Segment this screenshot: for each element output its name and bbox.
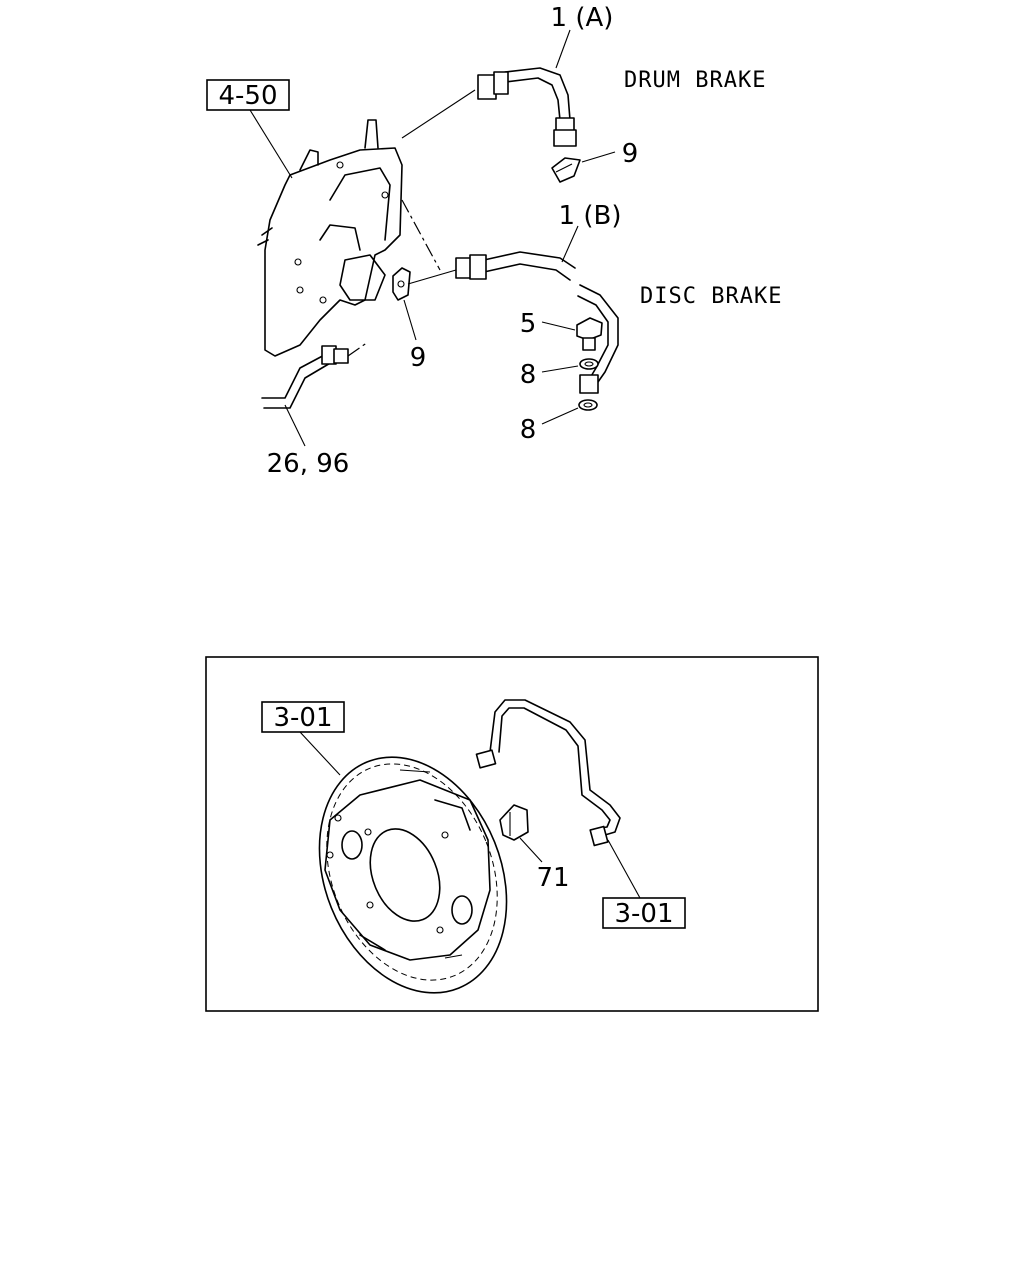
- backing-plate: [318, 756, 508, 994]
- backing-plate-ref-label: 3-01: [273, 703, 332, 733]
- brake-hose-b: [455, 251, 619, 394]
- brake-hose-a: [477, 67, 577, 147]
- callout-bolt: 5: [520, 309, 537, 339]
- frame-ref-box[interactable]: 4-50: [206, 79, 290, 111]
- callout-pipe: 26, 96: [267, 449, 350, 479]
- callout-washer-top: 8: [520, 360, 537, 390]
- callout-hose-a: 1 (A): [551, 3, 614, 33]
- washer-top: [579, 358, 599, 370]
- clip-mid: [392, 267, 411, 301]
- clip-plate: [499, 804, 529, 841]
- callout-washer-bottom: 8: [520, 415, 537, 445]
- callout-clip-top: 9: [622, 139, 639, 169]
- backing-plate-ref-box[interactable]: 3-01: [261, 701, 345, 733]
- note-drum-brake: DRUM BRAKE: [624, 68, 766, 93]
- clip-top: [551, 157, 581, 183]
- callout-clip-mid: 9: [410, 343, 427, 373]
- frame-bracket-assembly: [257, 119, 403, 357]
- washer-bottom: [578, 399, 598, 411]
- callout-hose-b: 1 (B): [559, 201, 622, 231]
- brake-pipe-ref-box[interactable]: 3-01: [602, 897, 686, 929]
- brake-pipe-ref-label: 3-01: [614, 899, 673, 929]
- rear-brake-pipe: [475, 699, 621, 847]
- rear-assembly-frame: [205, 656, 819, 1012]
- frame-ref-label: 4-50: [218, 81, 277, 111]
- note-disc-brake: DISC BRAKE: [640, 284, 782, 309]
- union-bolt: [576, 317, 603, 351]
- callout-clip-plate: 71: [536, 863, 569, 893]
